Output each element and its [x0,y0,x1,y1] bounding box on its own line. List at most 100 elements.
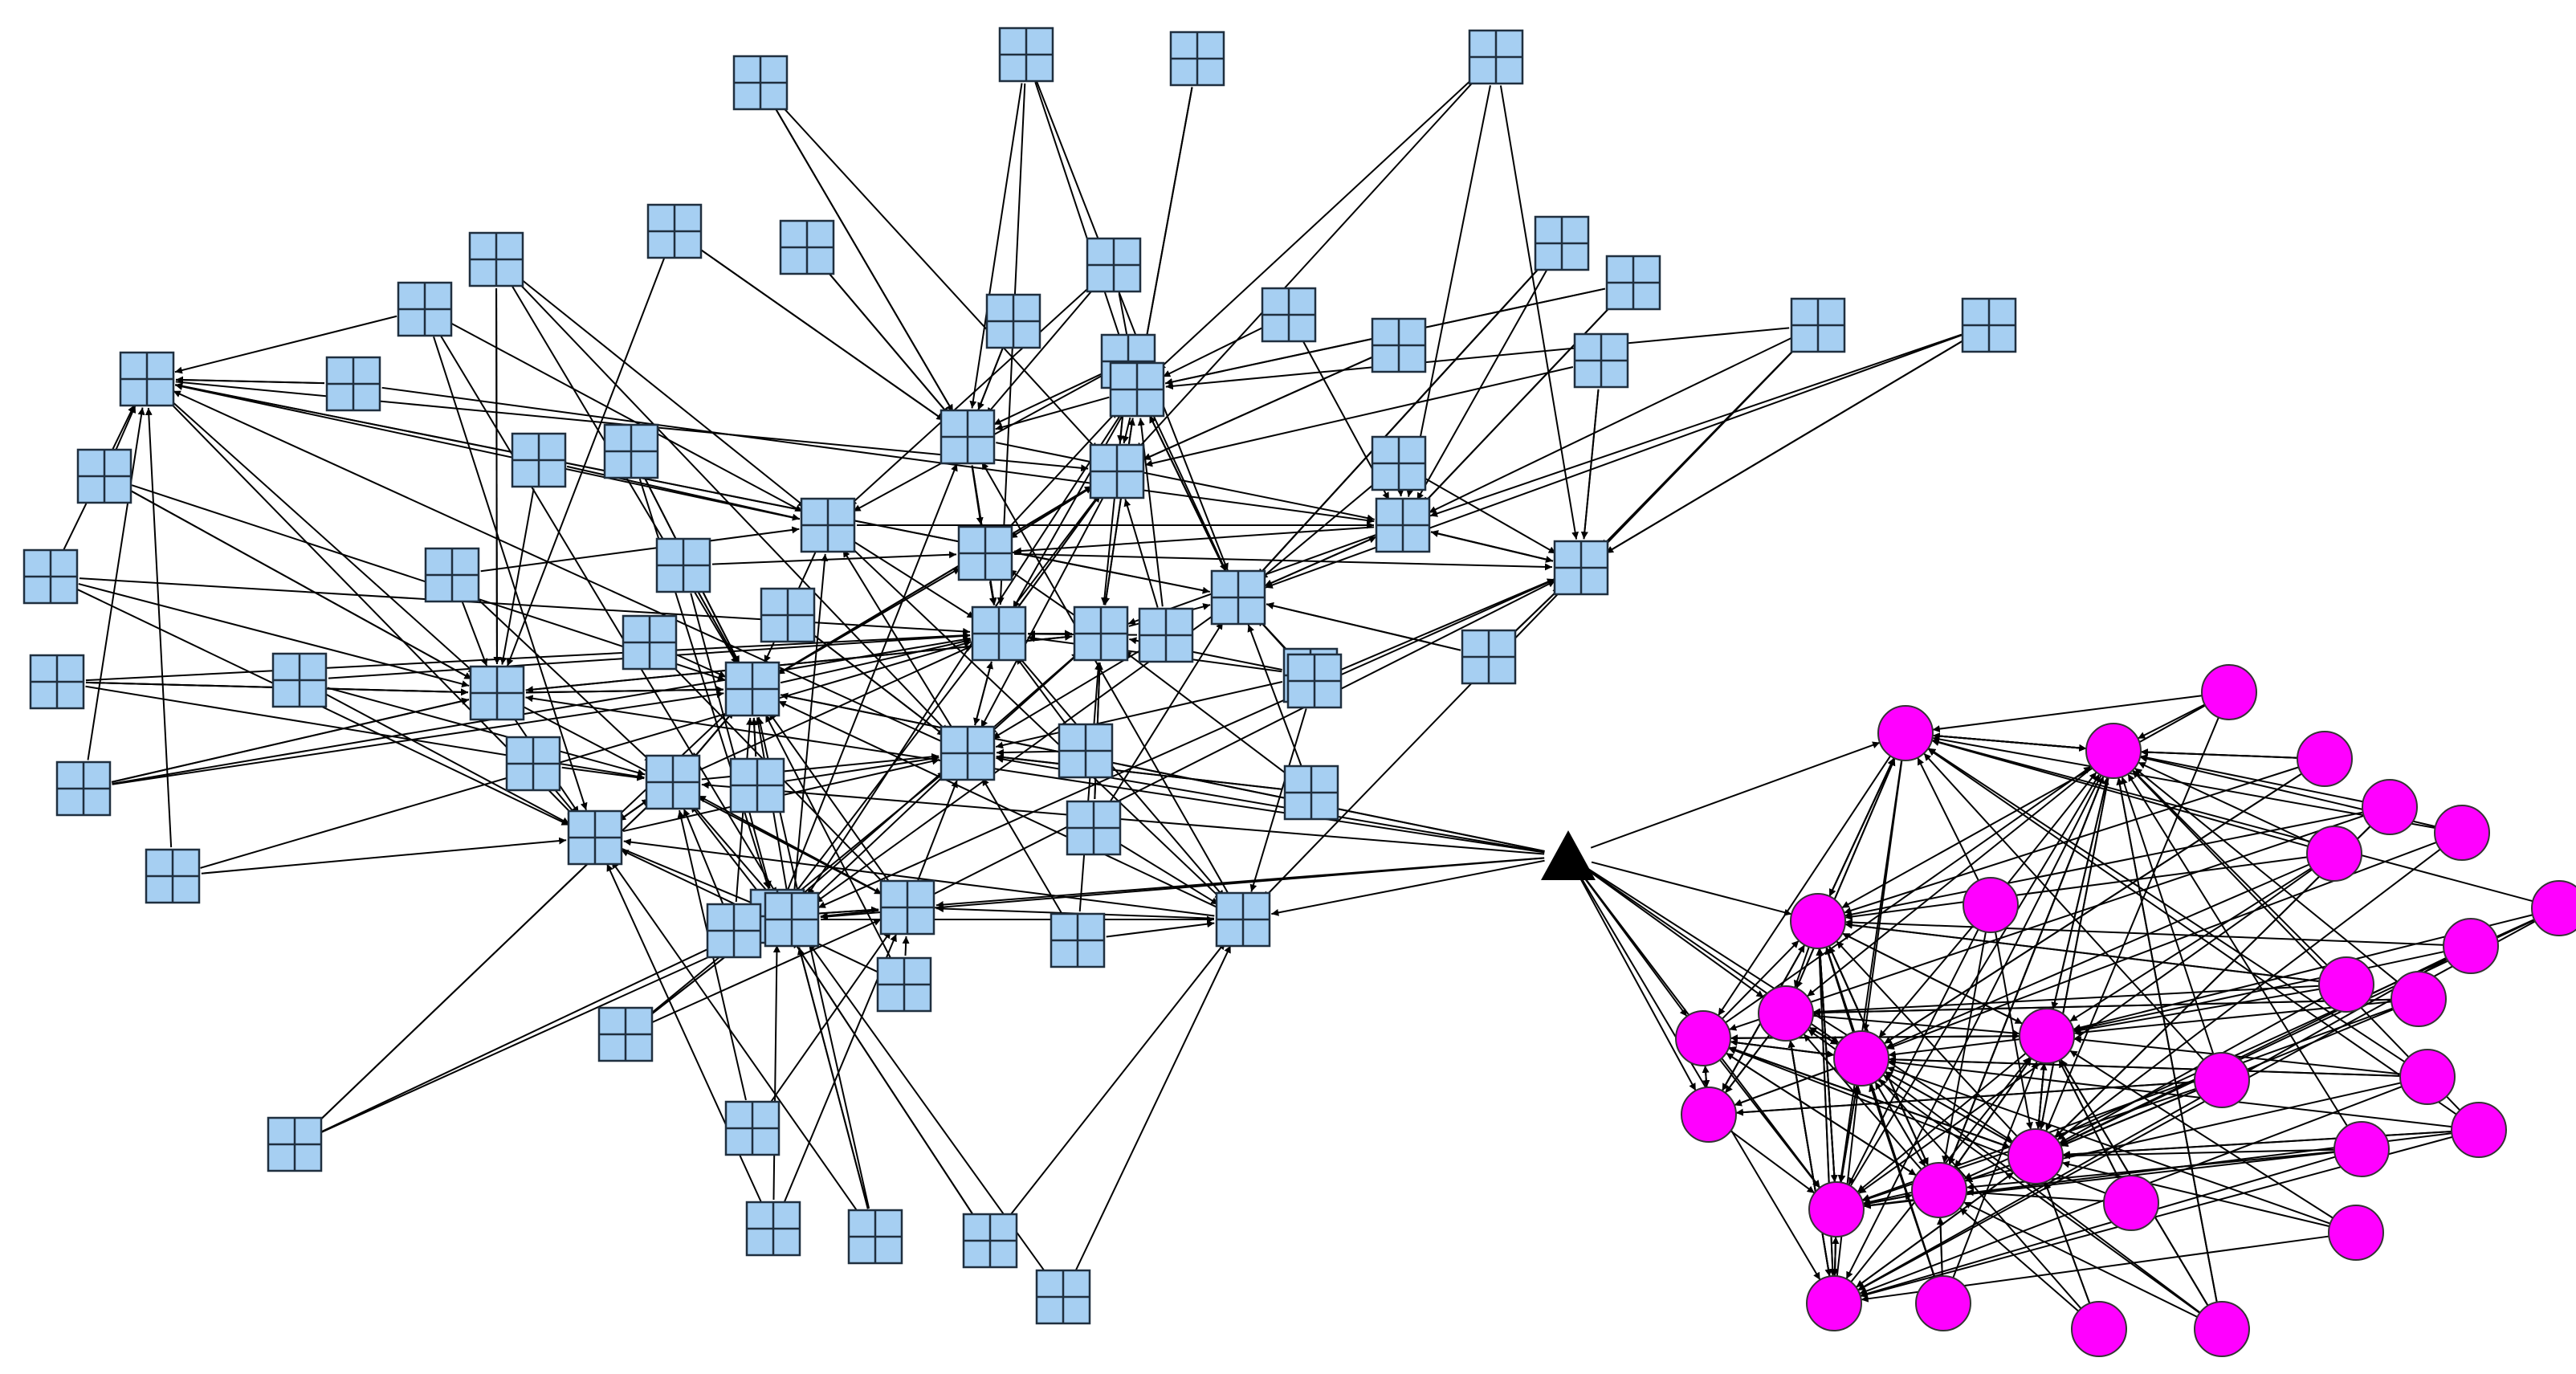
circle-node-icon[interactable] [1877,705,1934,761]
triangle-hub-icon[interactable] [1541,830,1596,880]
grid-square-icon[interactable] [505,736,561,792]
grid-square-icon[interactable] [985,293,1041,349]
grid-square-icon[interactable] [847,1209,903,1265]
grid-square-icon[interactable] [1573,332,1629,389]
grid-square-icon[interactable] [1283,764,1339,821]
circle-node-icon[interactable] [1915,1275,1971,1331]
grid-square-icon[interactable] [1375,497,1431,553]
grid-square-icon[interactable] [646,203,703,259]
grid-square-icon[interactable] [879,879,935,936]
circle-node-icon[interactable] [1758,985,1814,1042]
grid-square-icon[interactable] [1461,629,1517,685]
grid-square-icon[interactable] [22,548,79,605]
circle-node-icon[interactable] [2333,1121,2390,1177]
circle-node-icon[interactable] [1806,1275,1862,1331]
grid-square-icon[interactable] [876,956,932,1013]
grid-square-icon[interactable] [1050,912,1106,968]
circle-node-icon[interactable] [2531,880,2576,936]
grid-square-icon[interactable] [1553,540,1609,596]
grid-square-icon[interactable] [567,809,623,866]
grid-square-icon[interactable] [1534,215,1590,271]
grid-square-icon[interactable] [119,351,175,407]
circle-node-icon[interactable] [2391,971,2447,1027]
circle-node-icon[interactable] [2443,918,2499,974]
circle-node-icon[interactable] [1833,1030,1889,1087]
grid-square-icon[interactable] [597,1006,654,1062]
grid-square-icon[interactable] [1961,297,2017,353]
circle-node-icon[interactable] [1808,1181,1865,1237]
circle-node-icon[interactable] [2328,1205,2384,1261]
grid-square-icon[interactable] [1261,287,1317,343]
grid-square-icon[interactable] [145,848,201,904]
circle-node-icon[interactable] [1911,1162,1967,1218]
grid-square-icon[interactable] [745,1201,801,1257]
grid-square-icon[interactable] [1468,29,1524,85]
grid-square-icon[interactable] [724,661,781,717]
grid-square-icon[interactable] [271,652,328,708]
grid-square-icon[interactable] [1086,237,1142,293]
grid-square-icon[interactable] [645,754,701,810]
grid-square-icon[interactable] [998,27,1054,83]
grid-square-icon[interactable] [267,1116,323,1172]
grid-square-icon[interactable] [29,654,85,710]
grid-square-icon[interactable] [962,1213,1018,1269]
circle-node-icon[interactable] [2434,805,2490,861]
circle-node-icon[interactable] [2007,1128,2064,1184]
grid-square-icon[interactable] [1058,723,1114,779]
circle-node-icon[interactable] [2019,1008,2075,1064]
grid-square-icon[interactable] [76,448,132,504]
grid-square-icon[interactable] [1286,653,1343,709]
circle-node-icon[interactable] [2297,731,2353,787]
circle-node-icon[interactable] [2103,1175,2159,1231]
grid-square-icon[interactable] [732,55,789,111]
grid-square-icon[interactable] [1371,435,1427,491]
grid-square-icon[interactable] [1215,891,1271,948]
grid-square-icon[interactable] [1035,1269,1091,1325]
circle-node-icon[interactable] [1675,1010,1731,1066]
circle-node-icon[interactable] [2071,1301,2127,1357]
grid-square-icon[interactable] [511,432,567,488]
grid-square-icon[interactable] [729,757,785,813]
grid-square-icon[interactable] [468,231,524,287]
grid-square-icon[interactable] [603,423,659,479]
grid-square-icon[interactable] [957,525,1013,581]
grid-square-icon[interactable] [1109,361,1165,418]
grid-square-icon[interactable] [1066,800,1122,856]
circle-node-icon[interactable] [2451,1102,2507,1158]
grid-square-icon[interactable] [1371,317,1427,373]
grid-square-icon[interactable] [655,537,711,593]
circle-node-icon[interactable] [1790,893,1846,949]
grid-square-icon[interactable] [764,891,820,948]
grid-square-icon[interactable] [397,281,453,337]
circle-node-icon[interactable] [2362,779,2418,835]
grid-square-icon[interactable] [1210,569,1266,626]
grid-square-icon[interactable] [779,219,835,275]
grid-square-icon[interactable] [760,587,816,643]
grid-square-icon[interactable] [971,605,1027,662]
grid-square-icon[interactable] [1089,443,1145,499]
grid-square-icon[interactable] [724,1100,781,1156]
grid-square-icon[interactable] [1138,607,1194,663]
circle-node-icon[interactable] [2194,1301,2250,1357]
grid-square-icon[interactable] [469,665,525,721]
grid-square-icon[interactable] [55,760,112,817]
circle-node-icon[interactable] [1681,1087,1737,1143]
circle-node-icon[interactable] [2399,1049,2456,1105]
grid-square-icon[interactable] [940,409,996,465]
grid-square-icon[interactable] [325,356,381,412]
circle-node-icon[interactable] [2306,826,2362,882]
grid-square-icon[interactable] [800,497,856,553]
circle-node-icon[interactable] [2085,723,2142,779]
circle-node-icon[interactable] [2201,664,2257,720]
grid-square-icon[interactable] [940,725,996,781]
grid-square-icon[interactable] [1790,297,1846,353]
circle-node-icon[interactable] [1963,877,2019,933]
grid-square-icon[interactable] [622,614,678,671]
circle-node-icon[interactable] [2318,956,2374,1013]
grid-square-icon[interactable] [706,903,762,959]
grid-square-icon[interactable] [424,547,480,603]
grid-square-icon[interactable] [1073,605,1129,662]
circle-node-icon[interactable] [2194,1052,2250,1108]
grid-square-icon[interactable] [1605,255,1661,311]
grid-square-icon[interactable] [1169,31,1225,87]
